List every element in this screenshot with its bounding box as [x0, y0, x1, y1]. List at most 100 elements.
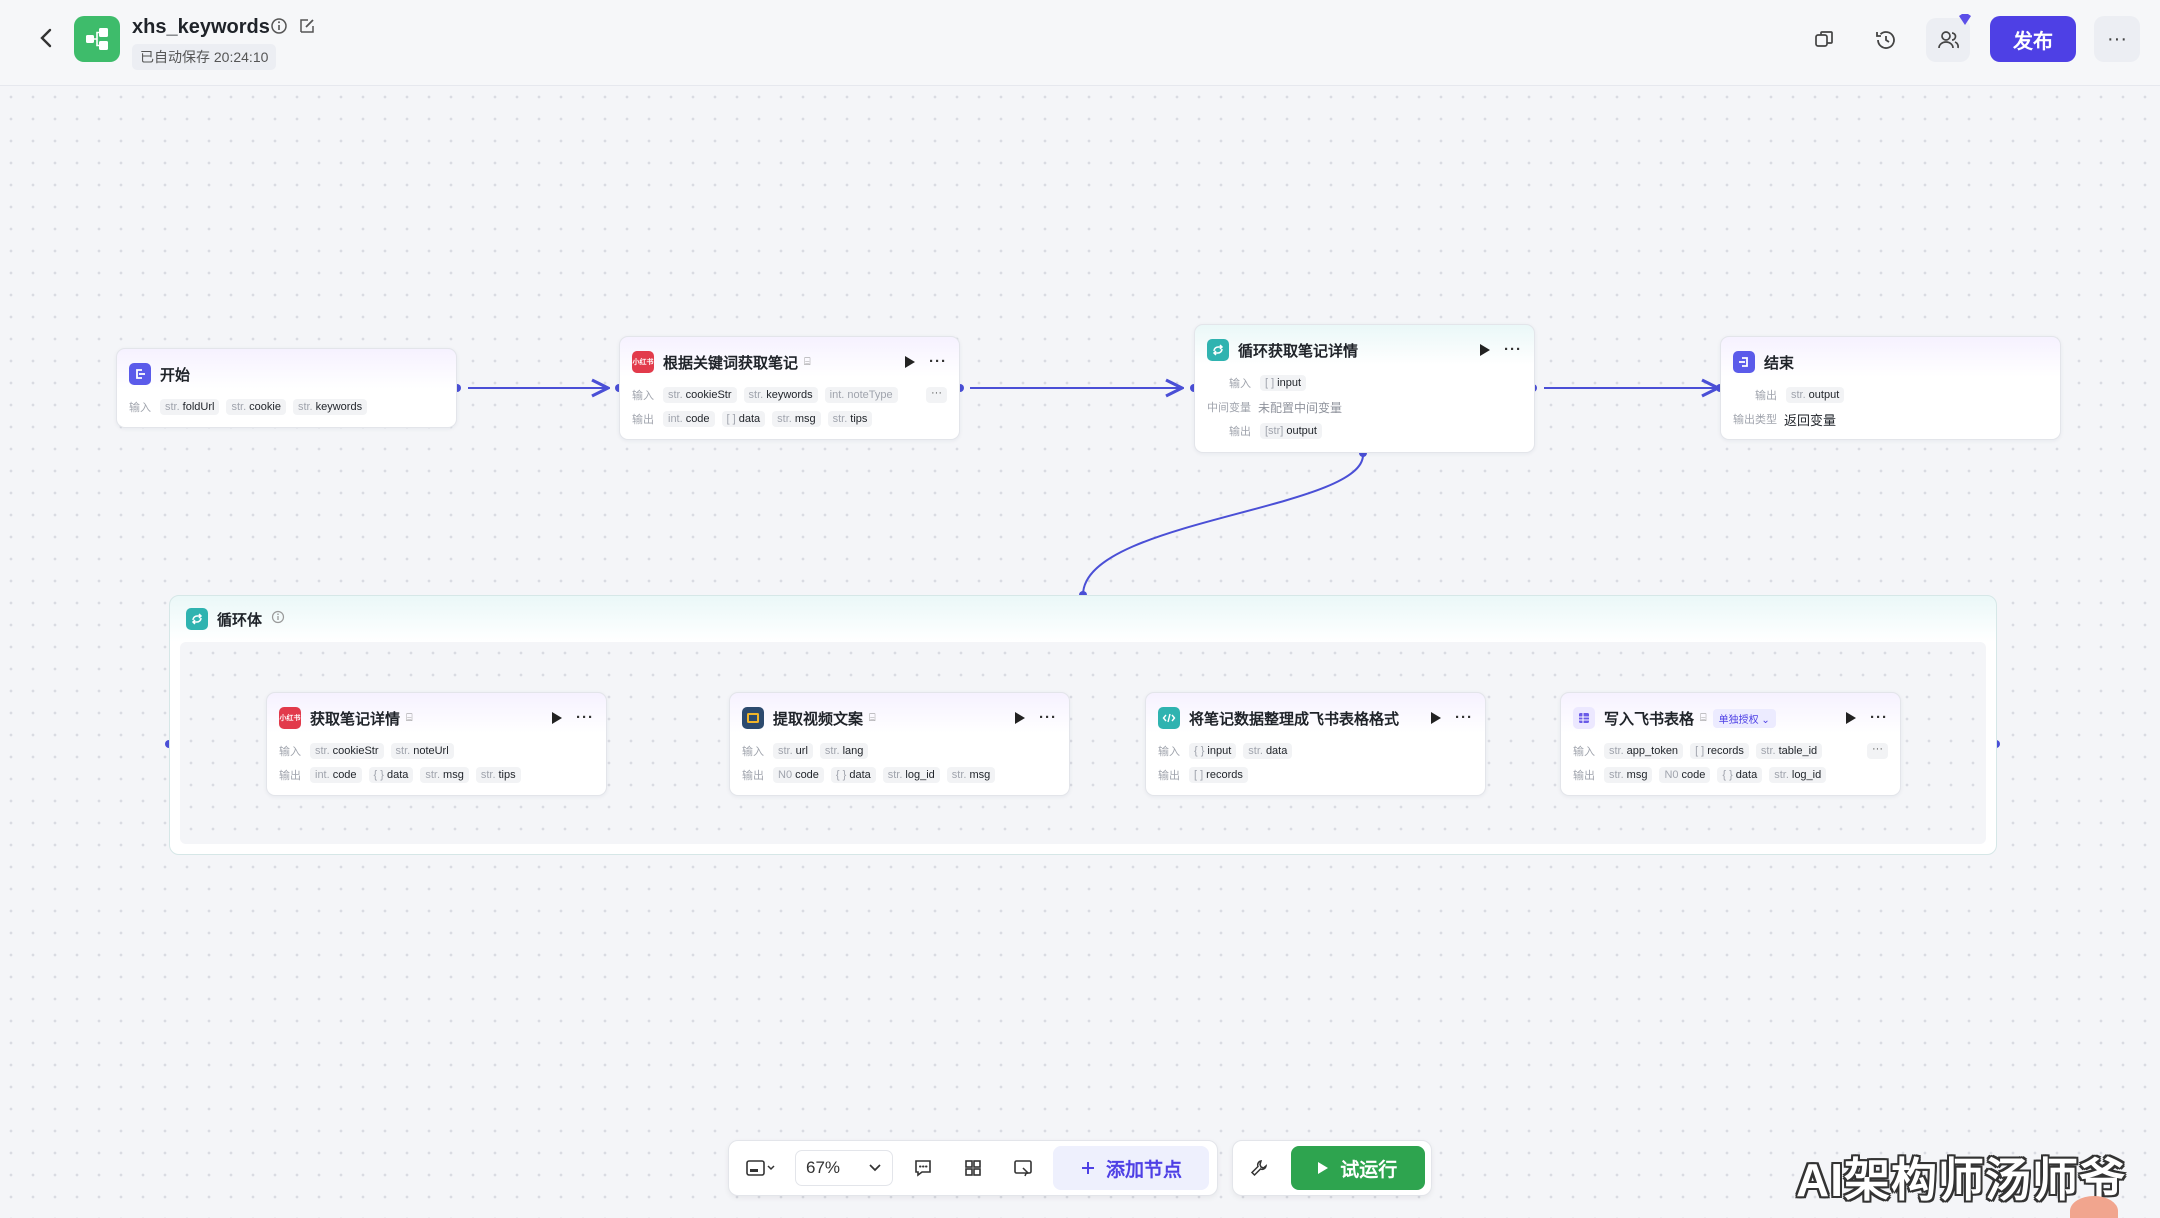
watermark-text: AI架构师汤师爷: [1796, 1154, 2126, 1206]
param-tag: { }data: [1717, 767, 1763, 783]
param-tag: str.cookieStr: [310, 743, 384, 759]
plugin-icon: ⌸: [1700, 711, 1707, 724]
chevron-down-icon: [869, 1164, 881, 1172]
more-params-icon[interactable]: ···: [926, 387, 947, 403]
node-title: 循环获取笔记详情: [1238, 342, 1359, 360]
get-notes-node[interactable]: 小红书 根据关键词获取笔记 ⌸ ··· 输入 str.cookieStr str…: [619, 336, 960, 440]
plugin-icon: ⌸: [804, 355, 811, 368]
snapshot-icon[interactable]: [1003, 1148, 1043, 1188]
param-tag: str.keywords: [292, 399, 368, 415]
more-icon[interactable]: ···: [1039, 709, 1057, 726]
test-run-label: 试运行: [1340, 1159, 1398, 1181]
video-plugin-icon: [742, 707, 764, 729]
more-icon[interactable]: ···: [1870, 709, 1888, 726]
comment-icon[interactable]: [903, 1148, 943, 1188]
more-icon[interactable]: ···: [2094, 16, 2140, 62]
publish-button[interactable]: 发布: [1990, 16, 2076, 62]
history-icon[interactable]: [1864, 18, 1908, 62]
output-label: 输出: [1755, 390, 1777, 402]
input-label: 输入: [1229, 378, 1251, 390]
param-tag: [ ]records: [1690, 743, 1749, 759]
edit-icon[interactable]: [298, 17, 316, 40]
start-icon: [129, 363, 151, 385]
collaborators-icon[interactable]: [1926, 18, 1970, 62]
node-title: 开始: [160, 366, 191, 384]
param-tag: str.tips: [475, 767, 521, 783]
param-tag: { }data: [368, 767, 414, 783]
param-tag: [ ]records: [1189, 767, 1248, 783]
add-node-button[interactable]: 添加节点: [1053, 1146, 1209, 1190]
param-tag: str.tips: [827, 411, 873, 427]
param-tag: str.noteUrl: [390, 743, 454, 759]
layout-icon[interactable]: [953, 1148, 993, 1188]
plus-icon: [1081, 1162, 1094, 1174]
start-node[interactable]: 开始 输入 str.foldUrl str.cookie str.keyword…: [116, 348, 457, 428]
param-tag: { }data: [830, 767, 876, 783]
input-label: 输入: [742, 746, 764, 758]
node-title: 写入飞书表格: [1604, 710, 1695, 728]
get-note-detail-node[interactable]: 小红书 获取笔记详情 ⌸ ··· 输入 str.cookieStr str.no…: [266, 692, 607, 796]
node-title: 获取笔记详情: [310, 710, 401, 728]
back-icon[interactable]: [32, 24, 60, 52]
output-type-label: 输出类型: [1733, 414, 1777, 426]
output-label: 输出: [1158, 770, 1180, 782]
play-icon[interactable]: [552, 712, 562, 724]
more-icon[interactable]: ···: [1455, 709, 1473, 726]
node-title: 结束: [1764, 354, 1795, 372]
play-icon[interactable]: [1846, 712, 1856, 724]
param-tag: str.log_id: [882, 767, 940, 783]
param-tag: int.noteType: [824, 387, 898, 403]
xiaohongshu-icon: 小红书: [632, 351, 654, 373]
workflow-icon: [74, 16, 120, 62]
param-tag: str.cookieStr: [663, 387, 737, 403]
more-icon[interactable]: ···: [576, 709, 594, 726]
param-tag: str.msg: [420, 767, 469, 783]
sheet-icon: [1573, 707, 1595, 729]
play-icon: [1318, 1162, 1329, 1174]
param-tag: [ ]input: [1260, 375, 1307, 391]
copy-icon[interactable]: [1802, 18, 1846, 62]
play-icon[interactable]: [1015, 712, 1025, 724]
loop-icon: [1207, 339, 1229, 361]
wrench-icon[interactable]: [1239, 1148, 1279, 1188]
input-label: 输入: [1158, 746, 1180, 758]
play-icon[interactable]: [1431, 712, 1441, 724]
end-node[interactable]: 结束 输出 str.output 输出类型 返回变量: [1720, 336, 2061, 440]
auth-badge[interactable]: 单独授权 ⌄: [1712, 708, 1776, 728]
more-params-icon[interactable]: ···: [1867, 743, 1888, 759]
output-type-value: 返回变量: [1784, 412, 1837, 428]
loop-node[interactable]: 循环获取笔记详情 ··· 输入 [ ]input 中间变量 未配置中间变量 输出…: [1194, 324, 1535, 453]
param-tag: { }input: [1189, 743, 1237, 759]
minimap-icon[interactable]: [735, 1148, 785, 1188]
run-toolbar: 试运行: [1232, 1140, 1432, 1196]
more-icon[interactable]: ···: [929, 353, 947, 370]
test-run-button[interactable]: 试运行: [1290, 1146, 1425, 1190]
play-icon[interactable]: [905, 356, 915, 368]
zoom-select[interactable]: 67%: [795, 1150, 893, 1186]
add-node-label: 添加节点: [1105, 1159, 1182, 1181]
format-data-node[interactable]: 将笔记数据整理成飞书表格格式 ··· 输入 { }input str.data …: [1145, 692, 1486, 796]
info-icon[interactable]: [271, 610, 285, 629]
app-title: xhs_keywords: [132, 16, 270, 38]
end-icon: [1733, 351, 1755, 373]
param-tag: str.log_id: [1769, 767, 1827, 783]
autosave-status: 已自动保存 20:24:10: [132, 44, 277, 70]
zoom-value: 67%: [806, 1158, 841, 1177]
canvas-toolbar: 67% 添加节点: [728, 1140, 1218, 1196]
code-icon: [1158, 707, 1180, 729]
more-icon[interactable]: ···: [1504, 341, 1522, 358]
output-label: 输出: [1573, 770, 1595, 782]
write-feishu-sheet-node[interactable]: 写入飞书表格 ⌸ 单独授权 ⌄ ··· 输入 str.app_token [ ]…: [1560, 692, 1901, 796]
param-tag: str.msg: [1604, 767, 1653, 783]
play-icon[interactable]: [1480, 344, 1490, 356]
info-icon[interactable]: [270, 17, 288, 40]
output-label: 输出: [632, 414, 654, 426]
output-label: 输出: [279, 770, 301, 782]
xiaohongshu-icon: 小红书: [279, 707, 301, 729]
param-tag: str.keywords: [743, 387, 818, 403]
param-tag: str.foldUrl: [160, 399, 220, 415]
node-title: 提取视频文案: [773, 710, 864, 728]
top-bar: xhs_keywords 已自动保存 20:24:10 发布 ···: [0, 0, 2160, 86]
